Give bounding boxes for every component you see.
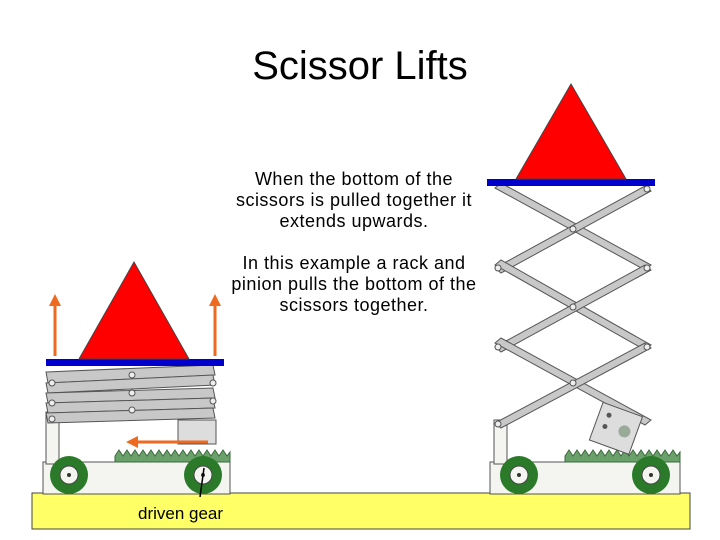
driven-gear-pointer (199, 467, 205, 498)
left-scissor-arm (45, 407, 216, 424)
pivot-pin (494, 264, 502, 272)
pivot-pin (48, 379, 56, 387)
ground-base (31, 492, 691, 530)
pivot-pin (569, 379, 577, 387)
left-platform (46, 359, 224, 366)
right-load-triangle (515, 83, 627, 180)
left-gearbox (177, 419, 217, 445)
pivot-pin (48, 415, 56, 423)
pivot-pin (569, 303, 577, 311)
pivot-pin (569, 225, 577, 233)
driven-gear-label: driven gear (138, 504, 224, 523)
description-paragraph-1: When the bottom of the scissors is pulle… (235, 169, 473, 231)
slide-title: Scissor Lifts (252, 44, 468, 88)
left-load-triangle (78, 260, 190, 360)
pivot-pin (48, 399, 56, 407)
pivot-pin (209, 397, 217, 405)
description-paragraph-2: In this example a rack and pinion pulls … (231, 253, 477, 315)
right-gearbox (588, 401, 644, 455)
extended-scissor-lift (487, 83, 681, 495)
pivot-pin (643, 264, 651, 272)
pivot-pin (128, 389, 136, 397)
pivot-pin (209, 379, 217, 387)
pivot-pin (643, 343, 651, 351)
pivot-pin (494, 343, 502, 351)
pivot-pin (128, 406, 136, 414)
right-platform (487, 179, 655, 186)
pivot-pin (128, 371, 136, 379)
pivot-pin (494, 420, 502, 428)
pivot-pin (643, 185, 651, 193)
collapsed-scissor-lift (42, 260, 231, 498)
